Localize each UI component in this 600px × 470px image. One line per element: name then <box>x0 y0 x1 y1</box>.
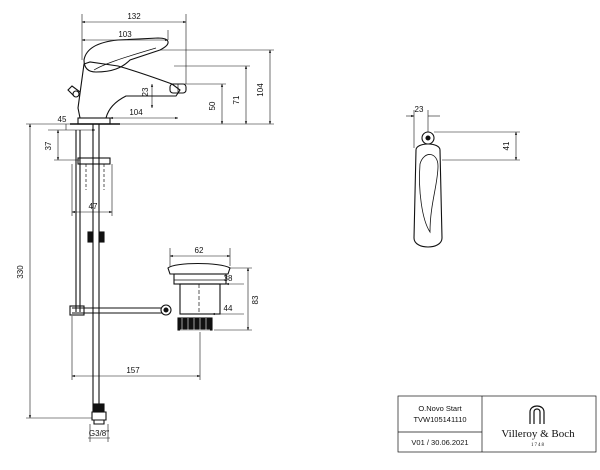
faucet-side-view <box>67 37 187 425</box>
waste-side-view <box>160 263 231 331</box>
dim-hose-length: 330 <box>16 265 25 279</box>
dim-waste-body-depth: 44 <box>224 304 233 313</box>
title-block <box>397 395 597 453</box>
dim-connection-thread: G3/8" <box>89 429 109 438</box>
dim-top-lever-length: 41 <box>502 141 511 150</box>
dim-rod-length: 157 <box>126 366 140 375</box>
top-view-dimensions <box>406 110 520 161</box>
brand-arch-icon <box>529 405 545 424</box>
dim-waste-flange-depth: 38 <box>224 274 233 283</box>
title-version-date: V01 / 30.06.2021 <box>411 438 468 447</box>
title-article-number: TVW105141110 <box>413 415 466 424</box>
dim-waste-flange-dia: 62 <box>195 246 204 255</box>
dim-top-lever-offset: 23 <box>415 105 424 114</box>
brand-name: Villeroy & Boch <box>501 428 575 440</box>
side-view-dimensions <box>26 14 274 442</box>
dim-total-height: 104 <box>256 83 265 97</box>
dim-shank-upper: 37 <box>44 141 53 150</box>
dim-rod-bracket-width: 47 <box>89 202 98 211</box>
dim-spout-height: 50 <box>208 101 217 110</box>
dim-faucet-height: 71 <box>232 95 241 104</box>
title-product-name: O.Novo Start <box>418 404 462 413</box>
dim-spout-projection: 104 <box>129 108 143 117</box>
brand-logo: Villeroy & Boch 1748 <box>501 405 575 448</box>
top-view <box>413 131 443 248</box>
brand-established: 1748 <box>531 443 545 448</box>
dim-waste-total-depth: 83 <box>251 295 260 304</box>
dim-base-width: 45 <box>58 115 67 124</box>
dim-popup-rod-height: 23 <box>141 87 150 96</box>
dim-faucet-width: 132 <box>127 12 141 21</box>
dim-lever-length: 103 <box>118 30 132 39</box>
